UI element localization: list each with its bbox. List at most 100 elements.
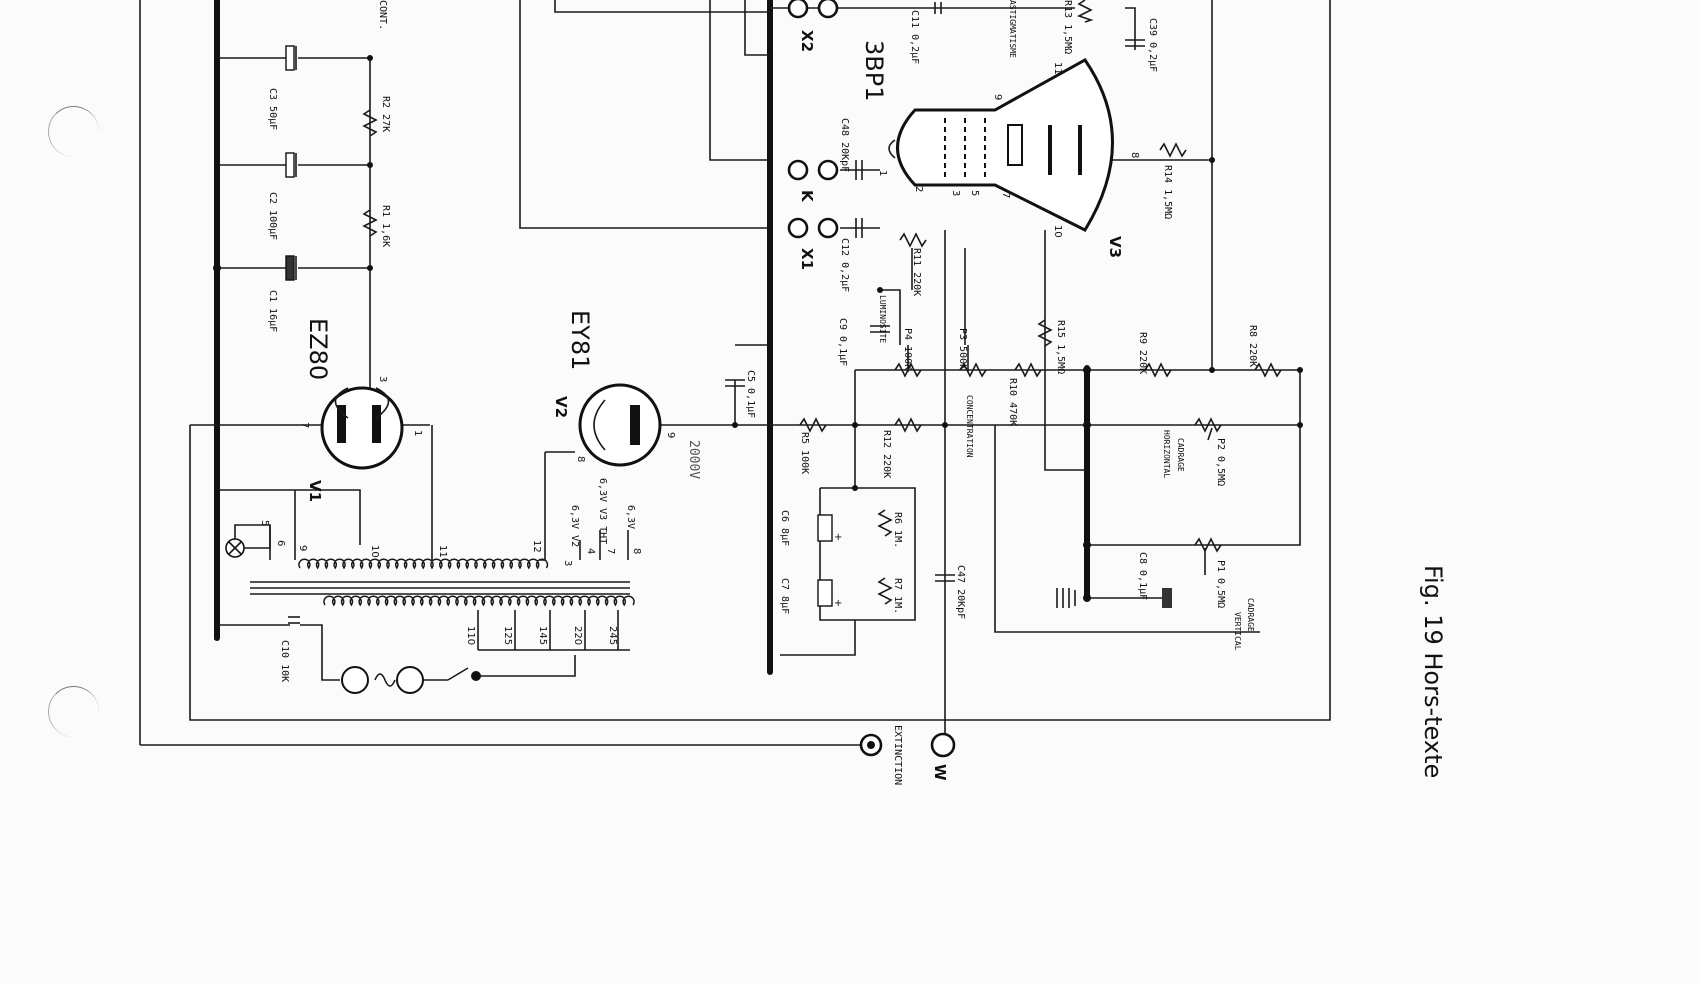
sec-pin-label: 10 (369, 545, 380, 558)
label-c48: C48 20KpF (839, 118, 850, 172)
sec-pin-label: 7 (605, 548, 616, 554)
label-v1: V1 (306, 480, 324, 502)
label-cadrage-h1: CADRAGE (1176, 438, 1185, 472)
pilot-lamp (225, 524, 271, 558)
label-r7: R7 1M. (892, 578, 903, 614)
label-cadrage-h2: HORIZONTAL (1162, 430, 1171, 478)
tube-v3-crt (888, 58, 1114, 232)
label-r5: R5 100K (799, 432, 810, 474)
label-r15: R15 1,5MΩ (1055, 320, 1066, 374)
label-r9: R9 220K (1137, 332, 1148, 374)
pot-wipers (907, 345, 1213, 575)
label-c47: C47 20KpF (955, 565, 966, 619)
pin-v3-8: 8 (1129, 152, 1140, 158)
sec-pin-label: 6 (275, 540, 286, 546)
capacitor-c39 (1125, 39, 1145, 47)
capacitor-c5 (725, 379, 745, 387)
label-astigmatisme: ASTIGMATISME (1008, 0, 1017, 58)
figure-caption: Fig. 19 Hors-texte (1419, 565, 1447, 778)
label-heater-v2: 6,3V V2 (569, 505, 580, 547)
pin-v3-9: 9 (992, 94, 1003, 100)
svg-text:+: + (834, 598, 842, 609)
pin-v3-10: 10 (1052, 225, 1063, 238)
label-concentration: CONCENTRATION (965, 395, 974, 458)
label-p4: P4 100K (902, 328, 913, 370)
svg-text:+: + (834, 532, 842, 543)
pin-v2-8: 8 (575, 456, 586, 462)
label-p3: P3 500K (957, 328, 968, 370)
label-r6: R6 1M. (892, 512, 903, 548)
label-3bp1: 3BP1 (860, 40, 888, 101)
label-c1: C1 16µF (267, 290, 278, 332)
label-c6: C6 8µF (779, 510, 790, 546)
pin-v3-5: 5 (969, 190, 980, 196)
label-c39: C39 0,2µF (1147, 18, 1158, 72)
mains-plug (341, 666, 481, 694)
sec-pin-label: 12 (531, 540, 542, 553)
terminals (787, 0, 956, 758)
label-v3: V3 (1106, 236, 1124, 258)
label-luminosite: LUMINOSITE (878, 295, 887, 343)
junction-dots (213, 55, 1303, 602)
labels: C3 50µF C2 100µF C1 16µF C10 10K R2 27K … (259, 0, 1447, 785)
label-ez80: EZ80 (304, 318, 332, 380)
label-r8: R8 220K (1247, 325, 1258, 367)
pin-v3-11: 11 (1052, 62, 1063, 75)
sec-pin-label: 9 (297, 545, 308, 551)
label-p1: P1 0,5MΩ (1215, 560, 1226, 608)
sec-pin-label: 11 (437, 545, 448, 558)
label-x2: X2 (798, 30, 816, 52)
label-cadrage-v2: VERTICAL (1233, 612, 1242, 651)
label-r11: R11 220K (911, 248, 922, 296)
capacitor-c1 (285, 255, 297, 281)
label-tht: 2000V (686, 440, 701, 479)
label-c12: C12 0,2µF (839, 238, 850, 292)
tap-label: 110 (465, 626, 476, 645)
capacitor-c9 (870, 325, 890, 333)
label-r13: R13 1,5MΩ (1062, 0, 1073, 54)
label-heater-v3: 6,3V V3 THT (597, 478, 608, 544)
sec-pin-label: 8 (631, 548, 642, 554)
label-r12: R12 220K (881, 430, 892, 478)
capacitor-c6: + (817, 514, 842, 543)
pin-v1-7: 7 (299, 422, 310, 428)
label-r10: R10 470K (1007, 378, 1018, 426)
tube-v1 (320, 386, 404, 470)
capacitor-c3 (285, 45, 297, 71)
capacitor-c47 (935, 574, 955, 582)
label-cont: CONT. (377, 0, 388, 30)
pin-v3-1: 1 (877, 170, 888, 176)
label-c10: C10 10K (279, 640, 290, 682)
pin-v1-3: 3 (377, 376, 388, 382)
label-k: K (798, 190, 816, 203)
binder-hole-bottom (48, 686, 99, 737)
capacitor-c7: + (817, 579, 842, 609)
label-ey81: EY81 (566, 310, 594, 370)
label-p2: P2 0,5MΩ (1215, 438, 1226, 486)
pin-v3-7: 7 (1000, 192, 1011, 198)
pin-v1-1: 1 (412, 430, 423, 436)
sec-pin-label: 4 (585, 548, 596, 554)
tube-v2 (578, 383, 662, 467)
binder-hole-top (48, 106, 99, 157)
label-r14: R14 1,5MΩ (1162, 165, 1173, 219)
label-cadrage-v1: CADRAGE (1246, 598, 1255, 632)
capacitor-c10 (288, 616, 300, 624)
capacitor-c12 (855, 218, 863, 238)
label-c3: C3 50µF (267, 88, 278, 130)
label-r1: R1 1,6K (380, 205, 391, 247)
label-c7: C7 8µF (779, 578, 790, 614)
capacitor-c2 (285, 152, 297, 178)
capacitor-c8 (1162, 588, 1172, 608)
label-extinction: EXTINCTION (892, 725, 903, 785)
capacitor-c11 (934, 2, 942, 14)
frame-wiring (139, 0, 1331, 746)
label-x1: X1 (798, 248, 816, 270)
tap-label: 145 (537, 626, 548, 645)
label-c5: C5 0,1µF (745, 370, 756, 418)
label-c11: C11 0,2µF (909, 10, 920, 64)
label-c2: C2 100µF (267, 192, 278, 240)
